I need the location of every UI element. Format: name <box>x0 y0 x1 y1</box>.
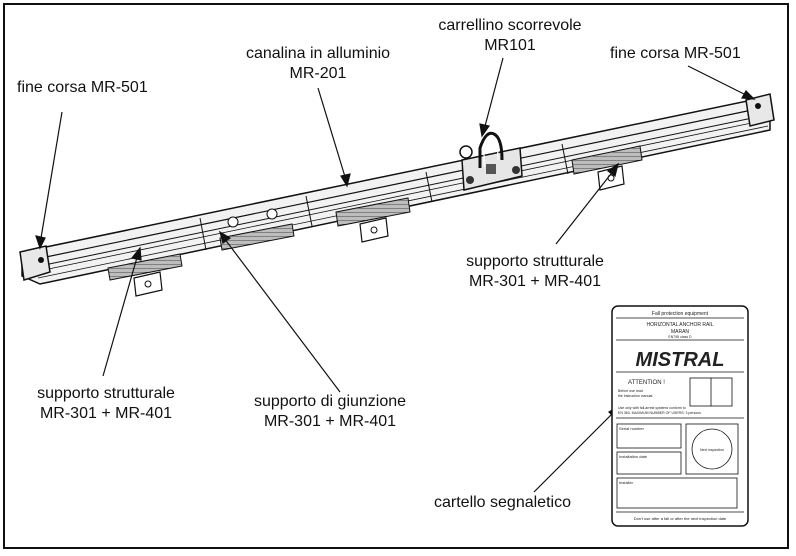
sign-field-serial: Serial number <box>619 426 645 431</box>
support-bracket-2 <box>335 197 411 243</box>
label-joint-line2: MR-301 + MR-401 <box>263 413 397 430</box>
sign-warn1: Use only with fall-arrest systems confor… <box>618 406 686 410</box>
signage-card: Fall protection equipment HORIZONTAL ANC… <box>611 305 749 527</box>
sign-inspection: Next inspection <box>700 448 724 452</box>
end-stop-left <box>19 245 51 281</box>
label-support-right-line2: MR-301 + MR-401 <box>468 273 602 290</box>
sliding-trolley <box>459 131 523 191</box>
sign-note2: the instruction manual. <box>618 394 653 398</box>
label-trolley: carrellino scorrevole MR101 <box>410 16 610 56</box>
label-trolley-line1: carrellino scorrevole <box>438 17 582 34</box>
sign-maker: MARAN <box>671 329 689 335</box>
sign-brand: MISTRAL <box>636 349 725 371</box>
leader-lines <box>35 57 756 493</box>
support-bracket-1 <box>107 253 183 297</box>
label-trolley-line2: MR101 <box>484 37 536 54</box>
sign-header: Fall protection equipment <box>652 311 709 317</box>
end-stop-right <box>745 93 775 127</box>
sign-field-installer: Installer <box>619 480 634 485</box>
support-bracket-3 <box>571 145 643 191</box>
label-channel-line1: canalina in alluminio <box>245 45 391 62</box>
label-support-left-line1: supporto strutturale <box>37 385 175 402</box>
label-channel-line2: MR-201 <box>289 65 347 82</box>
label-joint-line1: supporto di giunzione <box>253 393 407 410</box>
label-support-right-line1: supporto strutturale <box>466 253 604 270</box>
sign-attention: ATTENTION ! <box>628 380 665 386</box>
label-support-left-line2: MR-301 + MR-401 <box>39 405 173 422</box>
sign-note1: Before use read <box>618 389 643 393</box>
label-support-left: supporto strutturale MR-301 + MR-401 <box>16 384 196 424</box>
sign-title: HORIZONTAL ANCHOR RAIL <box>647 322 714 328</box>
sign-standard: EN795 class D <box>668 335 692 339</box>
label-sign: cartello segnaletico <box>434 494 571 511</box>
sign-warn2: EN 363. MAXIMUM NUMBER OF USERS: 3 perso… <box>618 411 701 415</box>
label-end-stop-left: fine corsa MR-501 <box>17 79 148 96</box>
sign-field-install: Installation date <box>619 454 648 459</box>
label-channel: canalina in alluminio MR-201 <box>208 44 428 84</box>
label-support-right: supporto strutturale MR-301 + MR-401 <box>440 252 630 292</box>
support-bracket-joint <box>219 223 295 251</box>
label-end-stop-right: fine corsa MR-501 <box>610 45 741 62</box>
label-joint-support: supporto di giunzione MR-301 + MR-401 <box>230 392 430 432</box>
sign-footer: Don't use after a fall or after the next… <box>634 516 727 521</box>
